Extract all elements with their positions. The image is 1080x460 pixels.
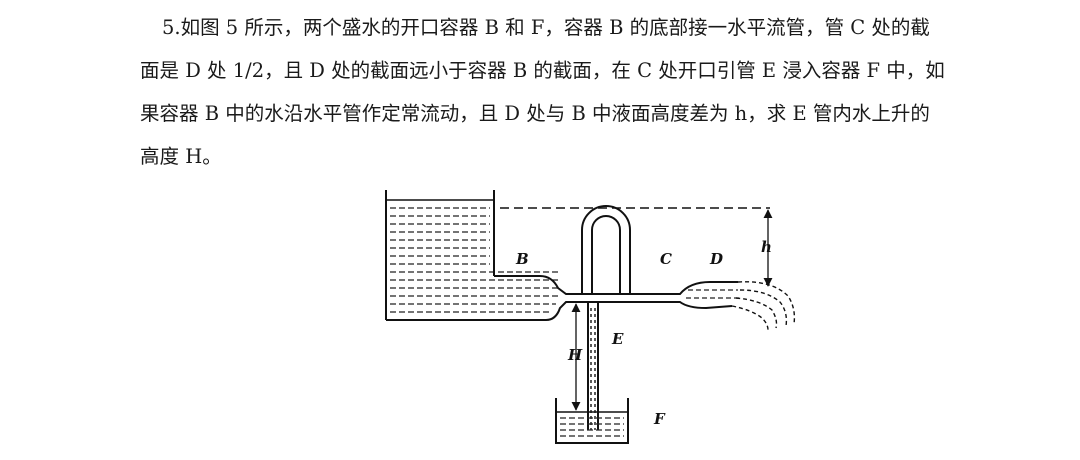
problem-line-4: 高度 H。 xyxy=(140,145,222,168)
label-e: E xyxy=(611,330,624,348)
dimension-big-h: H xyxy=(567,303,583,411)
u-tube xyxy=(581,205,631,294)
tank-b xyxy=(385,190,738,321)
pipe-d-water xyxy=(686,289,740,299)
dimension-h: h xyxy=(761,209,773,287)
label-h-small: h xyxy=(761,238,772,256)
label-d: D xyxy=(709,250,723,268)
label-b: B xyxy=(515,250,529,268)
problem-line-2: 面是 D 处 1/2，且 D 处的截面远小于容器 B 的截面，在 C 处开口引管… xyxy=(140,59,945,82)
label-f: F xyxy=(653,410,666,428)
figure-5-diagram: h H B C D E F xyxy=(385,190,796,444)
tank-b-water xyxy=(390,207,560,313)
label-c: C xyxy=(660,250,672,268)
problem-line-1: 5.如图 5 所示，两个盛水的开口容器 B 和 F，容器 B 的底部接一水平流管… xyxy=(162,16,930,39)
container-f xyxy=(555,398,629,444)
problem-line-3: 果容器 B 中的水沿水平管作定常流动，且 D 处与 B 中液面高度差为 h，求 … xyxy=(140,102,930,125)
outflow-jet xyxy=(731,281,796,331)
tube-e xyxy=(587,302,599,430)
problem-statement: 5.如图 5 所示，两个盛水的开口容器 B 和 F，容器 B 的底部接一水平流管… xyxy=(140,6,1040,178)
label-h-big: H xyxy=(567,346,583,364)
